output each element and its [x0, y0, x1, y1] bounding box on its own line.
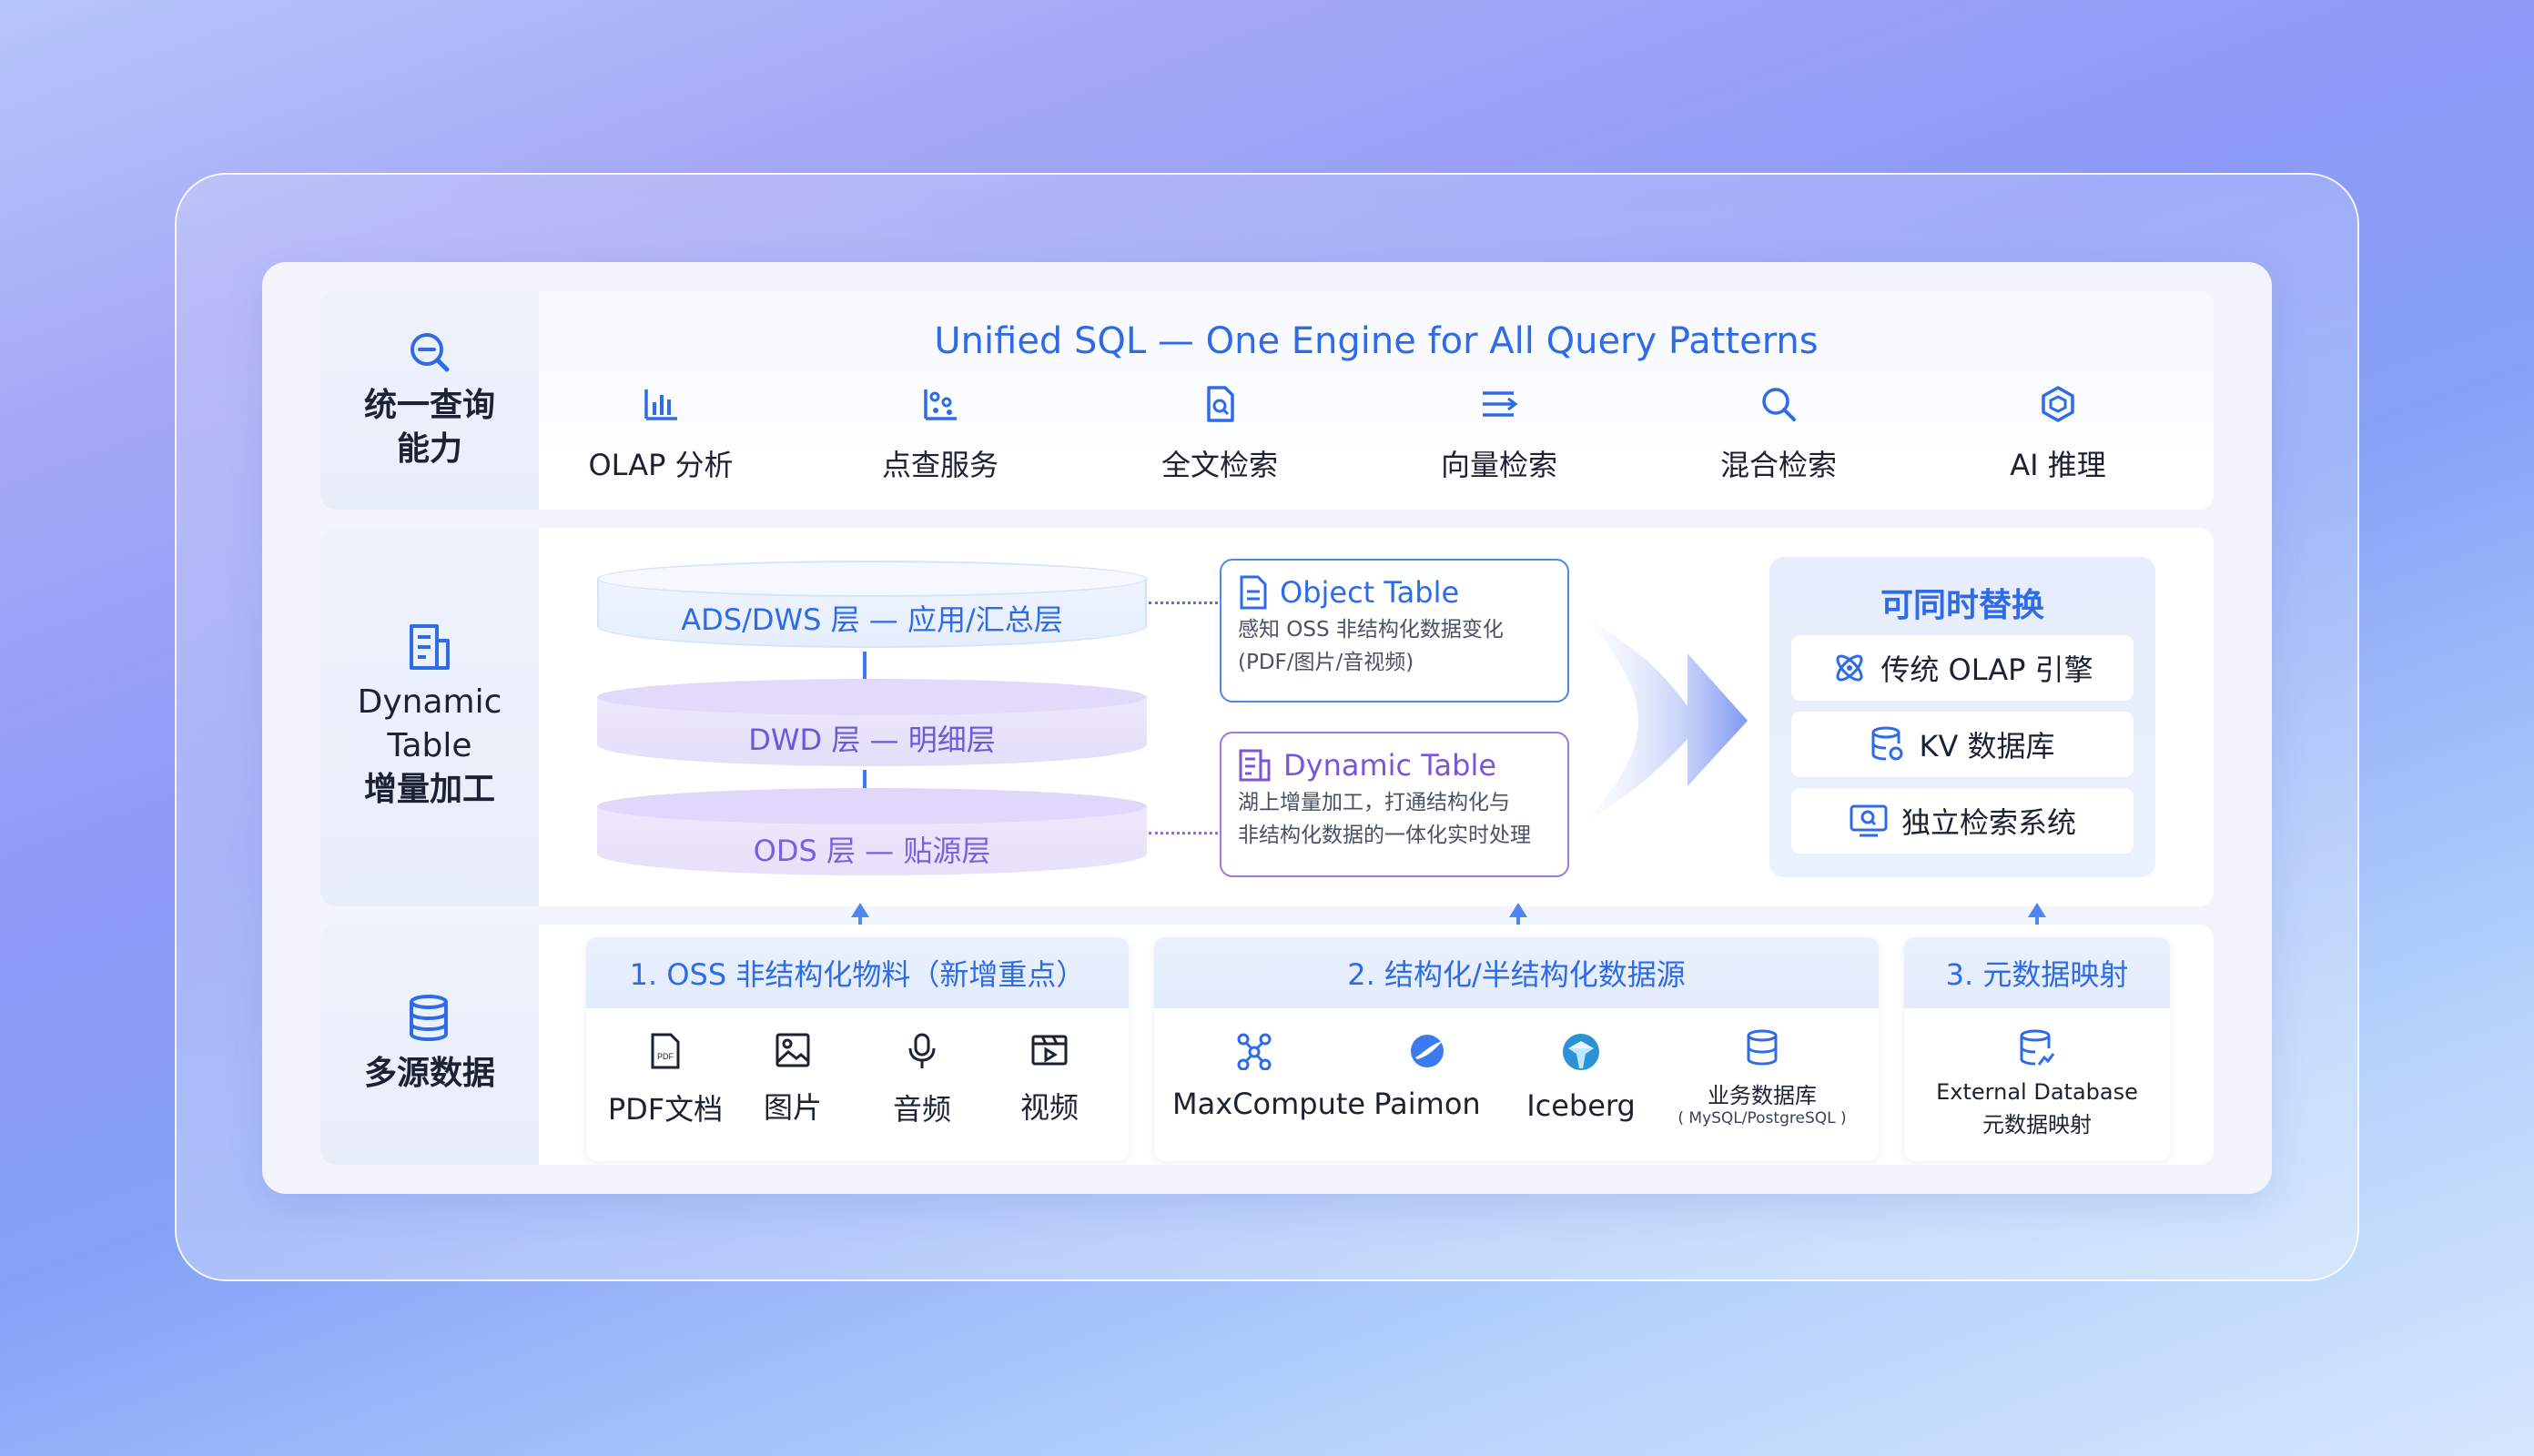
query-item-ai: AI 推理 — [1958, 384, 2158, 484]
source-item-audio: 音频 — [863, 1032, 981, 1128]
query-label-line2: 能力 — [396, 430, 462, 468]
source-group-title: 1. OSS 非结构化物料（新增重点） — [586, 937, 1129, 1008]
document-list-icon — [410, 624, 450, 670]
query-item-fulltext: 全文检索 — [1120, 384, 1320, 484]
search-minus-icon — [411, 333, 450, 372]
unified-sql-title: Unified SQL — One Engine for All Query P… — [934, 320, 1819, 362]
replace-item-label: 独立检索系统 — [1900, 805, 2076, 840]
replace-item-search: 独立检索系统 — [1791, 788, 2134, 854]
layer-ods: ODS 层 — 贴源层 — [597, 788, 1147, 875]
query-item-vector: 向量检索 — [1399, 384, 1599, 484]
document-icon — [1240, 575, 1267, 610]
source-item-label: MaxCompute — [1172, 1087, 1366, 1121]
query-item-label: AI 推理 — [2010, 448, 2106, 482]
source-item-image: 图片 — [734, 1032, 852, 1127]
database-chart-icon — [2020, 1029, 2055, 1066]
doc-search-icon — [1207, 386, 1234, 422]
dynamic-table-card: Dynamic Table 湖上增量加工，打通结构化与 非结构化数据的一体化实时… — [1220, 732, 1569, 877]
sources-label: 多源数据 — [363, 1055, 495, 1092]
replace-item-kv: KV 数据库 — [1791, 712, 2134, 777]
source-group-title: 3. 元数据映射 — [1904, 937, 2170, 1008]
ai-cube-icon — [2042, 386, 2074, 422]
layer-label: DWD 层 — 明细层 — [748, 723, 996, 757]
replace-item-label: 传统 OLAP 引擎 — [1880, 652, 2093, 687]
source-group-title: 2. 结构化/半结构化数据源 — [1154, 937, 1879, 1008]
layer-ads-dws: ADS/DWS 层 — 应用/汇总层 — [597, 561, 1147, 648]
maxcompute-icon — [1237, 1033, 1272, 1071]
layer-dwd: DWD 层 — 明细层 — [597, 679, 1147, 766]
source-item-label: 音频 — [892, 1092, 951, 1127]
source-item-external-db: External Database 元数据映射 — [1904, 1028, 2170, 1138]
microphone-icon — [908, 1033, 936, 1068]
source-group-structured: 2. 结构化/半结构化数据源 MaxCompute Paimon Iceberg… — [1154, 937, 1879, 1161]
document-list-icon — [1239, 749, 1271, 782]
source-item-label: 业务数据库 — [1708, 1083, 1817, 1108]
object-table-card: Object Table 感知 OSS 非结构化数据变化 (PDF/图片/音视频… — [1220, 559, 1569, 703]
connector-object — [1149, 602, 1218, 604]
iceberg-icon — [1563, 1034, 1599, 1070]
svg-text:PDF: PDF — [657, 1052, 674, 1061]
source-item-label: External Database — [1936, 1079, 2138, 1105]
vector-lines-icon — [1483, 391, 1518, 417]
query-row-label: 统一查询 能力 — [320, 291, 539, 510]
query-item-hybrid: 混合检索 — [1678, 384, 1879, 484]
scatter-points-icon — [924, 389, 957, 420]
dynamic-label-line3: 增量加工 — [363, 771, 495, 808]
source-item-label: 图片 — [763, 1090, 822, 1125]
video-icon — [1031, 1035, 1068, 1066]
paimon-icon — [1411, 1035, 1444, 1067]
dynamic-table-title: Dynamic Table — [1283, 748, 1497, 783]
connector-dynamic — [1149, 832, 1218, 834]
database-stack-icon — [410, 995, 448, 1042]
source-item-paimon: Paimon — [1354, 1032, 1500, 1121]
query-item-label: OLAP 分析 — [588, 448, 734, 482]
layer-label: ODS 层 — 贴源层 — [753, 834, 991, 868]
source-group-oss: 1. OSS 非结构化物料（新增重点） PDF PDF文档 图片 音频 视频 — [586, 937, 1129, 1161]
dynamic-label-line1: Dynamic — [357, 683, 502, 721]
source-item-maxcompute: MaxCompute — [1172, 1032, 1366, 1121]
dynamic-row-label: Dynamic Table 增量加工 — [320, 528, 539, 906]
replace-item-olap: 传统 OLAP 引擎 — [1791, 635, 2134, 701]
dynamic-label-line2: Table — [387, 727, 472, 764]
sources-row: 多源数据 1. OSS 非结构化物料（新增重点） PDF PDF文档 图片 音频… — [320, 925, 2214, 1165]
object-table-title: Object Table — [1280, 575, 1460, 610]
source-item-iceberg: Iceberg — [1513, 1032, 1649, 1123]
source-item-business-db: 业务数据库 ( MySQL/PostgreSQL ) — [1660, 1028, 1864, 1127]
database-icon — [1747, 1029, 1778, 1066]
layer-label: ADS/DWS 层 — 应用/汇总层 — [681, 602, 1063, 637]
bar-chart-icon — [644, 389, 677, 420]
query-item-label: 点查服务 — [881, 448, 998, 482]
replace-item-label: KV 数据库 — [1919, 729, 2055, 763]
object-table-desc2: (PDF/图片/音视频) — [1238, 651, 1414, 674]
monitor-search-icon — [1850, 804, 1888, 837]
object-table-desc1: 感知 OSS 非结构化数据变化 — [1238, 618, 1504, 642]
replace-title: 可同时替换 — [1880, 587, 2044, 624]
big-arrow-shape — [1587, 619, 1748, 821]
database-icon — [1871, 726, 1903, 761]
source-group-metadata: 3. 元数据映射 External Database 元数据映射 — [1904, 937, 2170, 1161]
query-item-olap: OLAP 分析 — [561, 384, 761, 484]
dynamic-table-desc2: 非结构化数据的一体化实时处理 — [1238, 824, 1531, 847]
pdf-icon: PDF — [651, 1033, 680, 1069]
image-icon — [775, 1033, 810, 1067]
query-item-label: 全文检索 — [1161, 448, 1278, 482]
source-item-label: Paimon — [1373, 1087, 1481, 1121]
atom-icon — [1836, 654, 1863, 682]
dynamic-table-desc1: 湖上增量加工，打通结构化与 — [1238, 791, 1510, 814]
search-icon — [1762, 388, 1796, 421]
query-item-point: 点查服务 — [840, 384, 1040, 484]
source-item-pdf: PDF PDF文档 — [606, 1032, 725, 1128]
sources-row-label: 多源数据 — [320, 925, 539, 1165]
source-item-label: 视频 — [1019, 1090, 1079, 1125]
source-item-video: 视频 — [990, 1032, 1109, 1127]
source-item-label: PDF文档 — [607, 1092, 724, 1127]
query-item-label: 向量检索 — [1440, 448, 1557, 482]
query-row: 统一查询 能力 Unified SQL — One Engine for All… — [320, 291, 2214, 510]
source-item-label: Iceberg — [1526, 1088, 1636, 1123]
source-item-sub: ( MySQL/PostgreSQL ) — [1678, 1109, 1847, 1127]
replace-box: 可同时替换 传统 OLAP 引擎 KV 数据库 独立检索系统 — [1769, 557, 2155, 877]
query-label-line1: 统一查询 — [363, 387, 495, 424]
source-item-sub: 元数据映射 — [1982, 1112, 2092, 1138]
query-item-label: 混合检索 — [1719, 448, 1837, 482]
